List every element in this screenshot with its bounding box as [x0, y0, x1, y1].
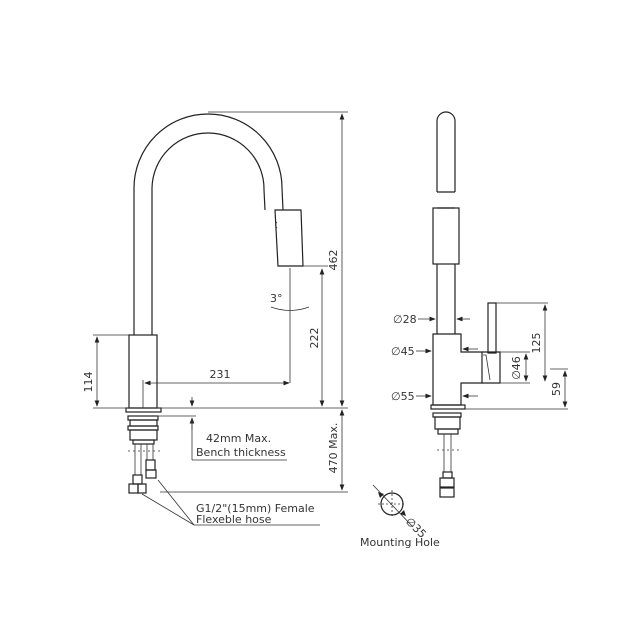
front-view: 114 231 3° 222 462 470 Max. 42mm Max. Be… [82, 111, 348, 526]
side-handle-lever [487, 302, 497, 354]
spout-inner [151, 132, 266, 335]
note-hose-2: Flexeble hose [196, 513, 272, 526]
mounting-hole: ∅35 Mounting Hole [360, 484, 440, 549]
dim-231: 231 [210, 368, 231, 381]
side-spray-head [432, 207, 460, 265]
dim-462: 462 [327, 250, 340, 271]
dia-28: ∅28 [393, 313, 417, 326]
dim-59: 59 [550, 382, 563, 396]
note-bench-thickness-2: Bench thickness [196, 446, 286, 459]
note-hose-1: G1/2"(15mm) Female [196, 502, 315, 515]
mounting-hole-label: Mounting Hole [360, 536, 440, 549]
angle-3: 3° [270, 292, 283, 305]
dim-470-max: 470 Max. [327, 423, 340, 474]
side-body [432, 333, 483, 406]
spray-head [274, 209, 304, 267]
dim-125: 125 [530, 333, 543, 354]
spout-outer [133, 113, 284, 335]
dia-45: ∅45 [391, 345, 415, 358]
side-spout-top [436, 111, 456, 192]
side-view: ∅28 ∅45 ∅55 ∅46 125 59 [391, 111, 568, 498]
dia-55: ∅55 [391, 390, 415, 403]
dim-222: 222 [308, 328, 321, 349]
dia-46: ∅46 [510, 356, 523, 380]
dim-114: 114 [82, 372, 95, 393]
note-bench-thickness-1: 42mm Max. [206, 432, 271, 445]
